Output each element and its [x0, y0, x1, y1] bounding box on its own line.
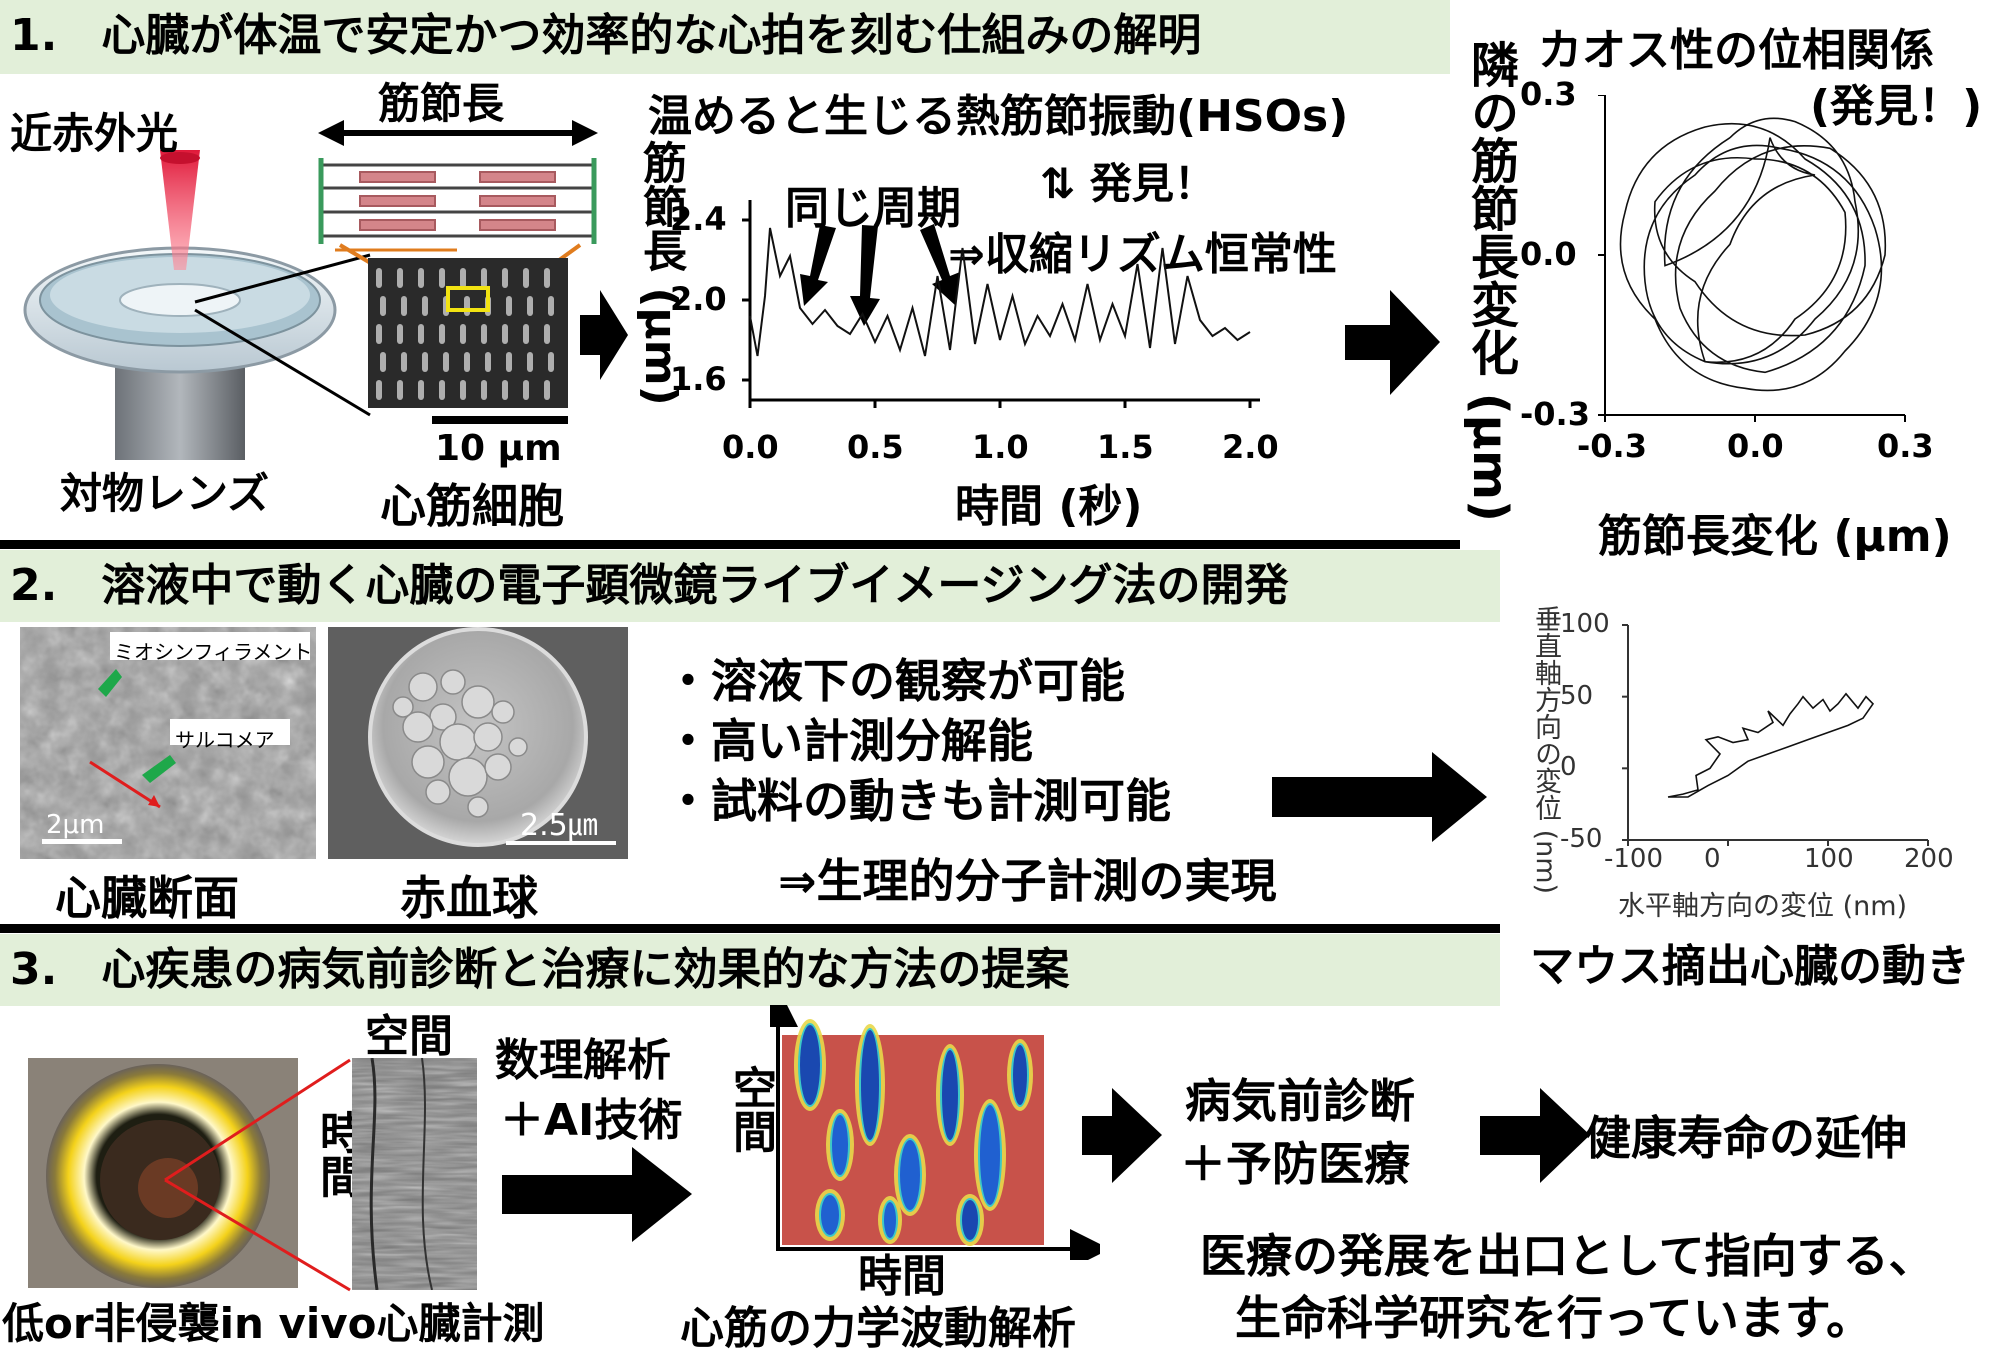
sarcomere-length-label: 筋節長: [378, 79, 505, 128]
section2-banner: 2. 溶液中で動く心臓の電子顕微鏡ライブイメージング法の開発: [0, 550, 1500, 622]
divider-1: [0, 540, 1460, 549]
heart-cross-section-image: [20, 627, 316, 859]
hso-y-tick-label: 1.6: [670, 360, 727, 398]
phase-x-tick-label: -0.3: [1577, 427, 1647, 465]
hso-x-tick-label: 0.5: [847, 428, 904, 466]
hso-x-tick-label: 0.0: [722, 428, 779, 466]
rhythm-homeostasis-label: ⇒収縮リズム恒常性: [948, 229, 1337, 280]
red-blood-cell-image: [328, 627, 628, 859]
bullet-motion-measurement: ・試料の動きも計測可能: [665, 774, 1171, 828]
closing-statement-line2: 生命科学研究を行っています。: [1235, 1291, 1873, 1345]
invivo-measurement-label: 低or非侵襲in vivo心臓計測: [2, 1299, 545, 1348]
section3-banner: 3. 心疾患の病気前診断と治療に効果的な方法の提案: [0, 934, 1500, 1006]
motion-y-tick-label: 0: [1560, 752, 1577, 783]
rbc-label: 赤血球: [400, 871, 538, 925]
phase-y-tick-label: 0.3: [1520, 75, 1577, 113]
bullet-high-resolution: ・高い計測分解能: [665, 714, 1033, 768]
space-label: 空間: [365, 1011, 453, 1062]
phase-plot-title: カオス性の位相関係: [1538, 25, 1934, 76]
arrow-right-icon: [1345, 290, 1440, 395]
hso-x-axis-label: 時間 (秒): [955, 481, 1143, 532]
arrow-right-icon: [502, 1147, 692, 1242]
section1-banner: 1. 心臓が体温で安定かつ効率的な心拍を刻む仕組みの解明: [0, 0, 1450, 74]
sarcomere-label: サルコメア: [175, 728, 275, 752]
hso-x-tick-label: 1.0: [972, 428, 1029, 466]
healthy-lifespan-label: 健康寿命の延伸: [1585, 1111, 1907, 1165]
arrow-right-icon: [1272, 752, 1487, 842]
wave-heatmap: [770, 1005, 1100, 1260]
motion-y-tick-label: 50: [1560, 680, 1594, 711]
heart-motion-chart: [1622, 624, 1929, 846]
cardiomyocyte-image: [368, 258, 568, 408]
ai-technology-label: ＋AI技術: [500, 1095, 683, 1146]
in-vivo-heart-image: [28, 1058, 298, 1288]
sarcomere-length-arrow: [318, 120, 598, 146]
motion-x-tick-label: 0: [1704, 844, 1721, 874]
arrow-right-icon: [1082, 1088, 1162, 1183]
vertical-displacement-axis-text: 垂直軸方向の変位 (nm): [1530, 605, 1561, 895]
nir-light-label: 近赤外光: [10, 109, 179, 158]
phase-y-axis-text: 隣の筋節長変化 (μm): [1462, 40, 1518, 522]
phase-x-tick-label: 0.0: [1727, 427, 1784, 465]
phase-y-tick-label: 0.0: [1520, 235, 1577, 273]
motion-y-tick-label: -50: [1560, 824, 1603, 854]
hso-x-tick-label: 1.5: [1097, 428, 1154, 466]
horizontal-displacement-axis-label: 水平軸方向の変位 (nm): [1618, 891, 1908, 922]
vertical-displacement-axis-label: 垂直軸方向の変位 (nm): [1526, 605, 1565, 894]
heart-section-label: 心臓断面: [55, 871, 239, 925]
scale-2-5um-label: 2.5㎛: [520, 808, 598, 843]
closing-statement-line1: 医療の発展を出口として指向する、: [1200, 1229, 1935, 1283]
zoom-lines: [194, 253, 371, 417]
microscope-illustration: [23, 150, 337, 460]
objective-lens-label: 対物レンズ: [60, 469, 270, 518]
hso-x-tick-label: 2.0: [1222, 428, 1279, 466]
motion-x-tick-label: 100: [1804, 844, 1854, 874]
divider-2: [0, 924, 1500, 933]
phase-x-axis-label: 筋節長変化 (μm): [1598, 511, 1952, 562]
phase-series-line: [1619, 117, 1887, 392]
phase-plot-subtitle: (発見！): [1810, 81, 1983, 132]
scale-bar-label: 10 μm: [435, 428, 562, 469]
motion-x-tick-label: 200: [1904, 844, 1954, 874]
wave-analysis-label: 心筋の力学波動解析: [680, 1303, 1076, 1354]
hso-y-axis-label: 筋節長 (μm): [628, 140, 692, 406]
bullet-solution-observation: ・溶液下の観察が可能: [665, 654, 1125, 708]
hso-chart: [742, 200, 1260, 408]
wave-space-label: 空間: [725, 1065, 776, 1153]
preventive-medicine-label: ＋予防医療: [1180, 1137, 1410, 1191]
myosin-filament-label: ミオシンフィラメント: [114, 640, 313, 664]
hso-series-line: [749, 227, 1251, 357]
phase-chart: [1598, 95, 1906, 422]
motion-series-line: [1667, 692, 1875, 798]
arrow-right-icon: [580, 290, 628, 380]
wave-time-label: 時間: [858, 1251, 946, 1302]
hso-y-tick-label: 2.4: [670, 200, 727, 238]
scale-2um-label: 2μm: [46, 810, 105, 840]
phase-x-tick-label: 0.3: [1877, 427, 1934, 465]
arrow-right-icon: [1480, 1088, 1590, 1183]
hso-y-axis-text: 筋節長 (μm): [635, 140, 686, 406]
kymograph-image: [352, 1058, 477, 1290]
hso-y-tick-label: 2.0: [670, 280, 727, 318]
phase-y-axis-label: 隣の筋節長変化 (μm): [1455, 40, 1525, 522]
motion-x-tick-label: -100: [1604, 844, 1664, 874]
cardiomyocyte-label: 心筋細胞: [380, 479, 564, 533]
phase-y-tick-label: -0.3: [1520, 395, 1590, 433]
discovery-label: ⇅ 発見！: [1040, 159, 1216, 208]
hso-graph-title: 温めると生じる熱筋節振動(HSOs): [648, 91, 1349, 142]
math-analysis-label: 数理解析: [495, 1035, 671, 1086]
mouse-heart-caption: マウス摘出心臓の動き: [1530, 941, 1970, 992]
zoom-lines-red: [164, 1058, 351, 1292]
sarcomere-diagram: [318, 158, 597, 252]
physiological-measurement-label: ⇒生理的分子計測の実現: [778, 854, 1277, 908]
motion-y-tick-label: 100: [1560, 609, 1610, 639]
scale-bar: [432, 416, 568, 424]
prediagnosis-label: 病気前診断: [1185, 1074, 1415, 1128]
same-period-arrows: [800, 224, 960, 326]
